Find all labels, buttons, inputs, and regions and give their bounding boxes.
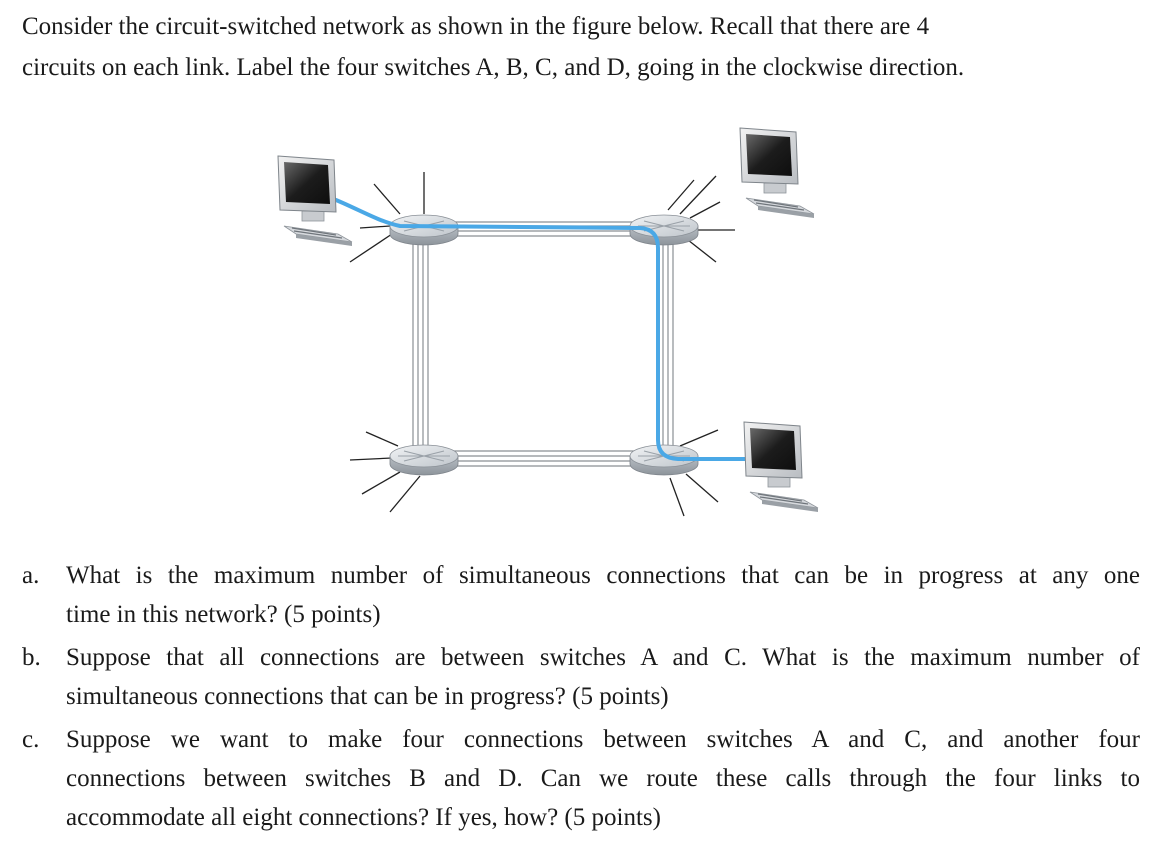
question-a-line-1: What is the maximum number of simultaneo…	[66, 562, 1140, 589]
question-b-marker: b.	[22, 644, 41, 671]
link-right	[657, 242, 674, 447]
highlighted-connection-path	[334, 198, 747, 461]
question-a-marker: a.	[22, 562, 40, 589]
question-c-line-2: connections between switches B and D. Ca…	[66, 765, 1140, 792]
question-c-line-1: Suppose we want to make four connections…	[66, 726, 1140, 753]
switch-top-left	[389, 214, 459, 246]
link-left	[412, 242, 429, 447]
computer-icon-bottom-right	[743, 421, 819, 513]
spokes	[349, 172, 735, 517]
link-bottom	[450, 450, 640, 467]
question-a-line-2: time in this network? (5 points)	[66, 601, 381, 628]
question-c-marker: c.	[22, 726, 40, 753]
computer-icon-top-right	[739, 127, 815, 219]
question-b-line-1: Suppose that all connections are between…	[66, 644, 1140, 671]
intro-line-2: circuits on each link. Label the four sw…	[22, 54, 965, 81]
intro-paragraph: Consider the circuit-switched network as…	[22, 6, 1132, 88]
question-b-line-2: simultaneous connections that can be in …	[66, 683, 669, 710]
intro-line-1: Consider the circuit-switched network as…	[22, 13, 930, 40]
switch-bottom-left	[389, 444, 459, 476]
question-c-line-3: accommodate all eight connections? If ye…	[66, 804, 661, 831]
